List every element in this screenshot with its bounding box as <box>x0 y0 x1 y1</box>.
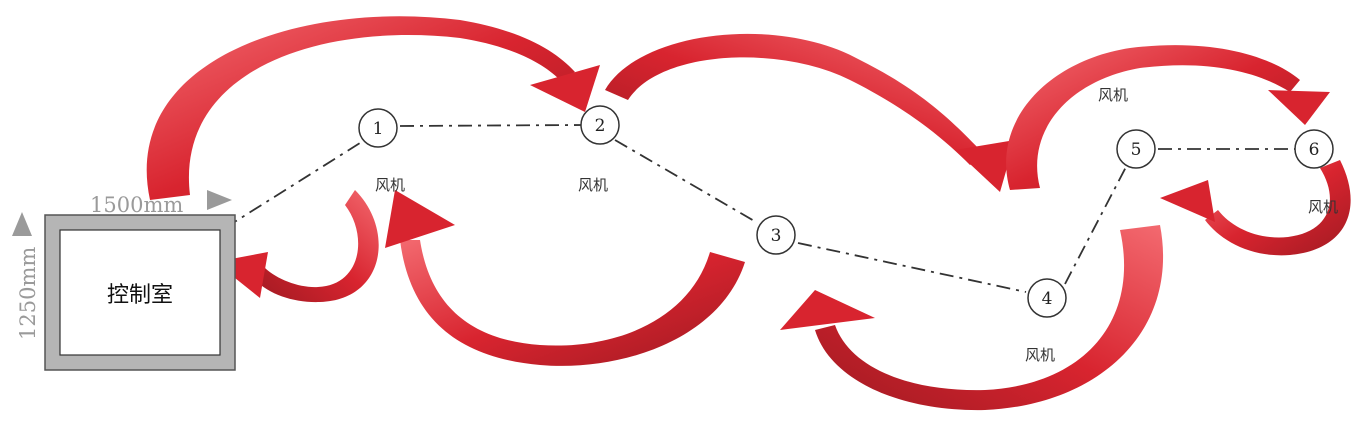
control-room-interior <box>59 229 221 356</box>
flow-arrow-to-node-4-area <box>605 33 1015 192</box>
node-3: 3 <box>756 215 796 255</box>
fan-label-node-6: 风机 <box>1308 198 1338 216</box>
width-dimension-arrow <box>207 190 232 210</box>
fan-label-node-1: 风机 <box>375 176 405 194</box>
node-6-label: 6 <box>1309 140 1320 160</box>
path-segment-1-2 <box>399 124 583 127</box>
width-dimension-label: 1500mm <box>90 193 183 217</box>
control-room-label: 控制室 <box>107 283 173 308</box>
fan-label-node-2: 风机 <box>578 176 608 194</box>
patrol-path <box>224 124 1296 293</box>
node-1-label: 1 <box>373 119 384 139</box>
node-2: 2 <box>580 105 620 145</box>
node-1: 1 <box>358 108 398 148</box>
height-dimension-label: 1250mm <box>16 247 40 340</box>
node-2-label: 2 <box>595 116 606 136</box>
fan-labels: 风机 风机 风机 风机 风机 <box>375 86 1338 364</box>
flow-arrow-to-node-2 <box>146 16 600 200</box>
path-segment-3-4 <box>797 242 1027 293</box>
path-segment-room-1 <box>224 142 361 229</box>
flow-arrows <box>146 16 1351 411</box>
fan-label-node-4: 风机 <box>1025 346 1055 364</box>
path-segment-4-5 <box>1064 166 1127 285</box>
node-6: 6 <box>1294 129 1334 169</box>
height-dimension-arrow <box>12 212 32 236</box>
flow-arrow-to-control-room <box>215 190 379 303</box>
node-5-label: 5 <box>1131 140 1142 160</box>
flow-arrow-to-node-1-fan <box>385 190 745 366</box>
flow-arrow-to-node-5 <box>1160 160 1351 256</box>
nodes: 1 2 3 4 5 6 <box>358 105 1334 318</box>
path-segment-2-3 <box>614 139 757 223</box>
node-4: 4 <box>1027 278 1067 318</box>
flow-arrow-to-node-3-area <box>780 225 1164 411</box>
flow-arrow-to-node-6 <box>1006 45 1330 190</box>
node-4-label: 4 <box>1042 289 1053 309</box>
dimension-markers: 1500mm 1250mm <box>12 190 232 340</box>
node-5: 5 <box>1116 129 1156 169</box>
fan-label-node-5: 风机 <box>1098 86 1128 104</box>
control-room: 控制室 <box>44 214 236 371</box>
node-3-label: 3 <box>771 226 782 246</box>
